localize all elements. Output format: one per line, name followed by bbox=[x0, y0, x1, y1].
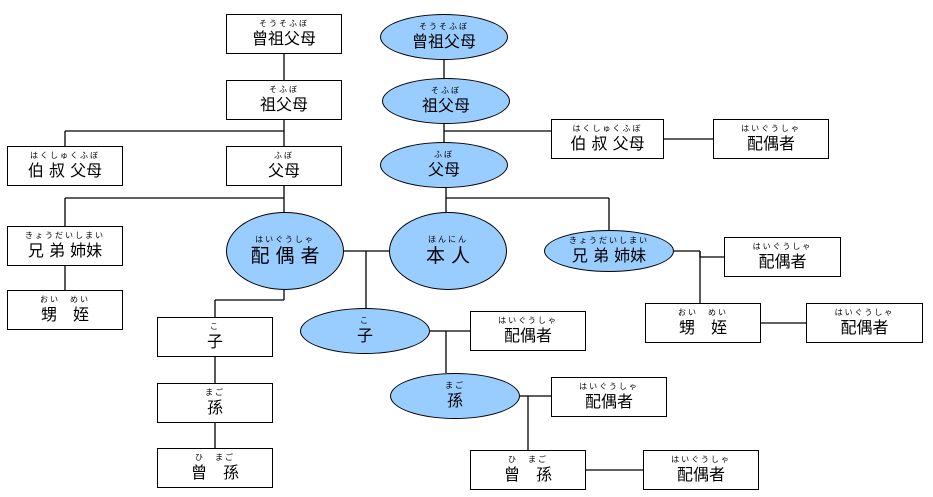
node-l-sofubo: そふぼ祖父母 bbox=[226, 80, 342, 120]
node-r-sosofubo: そうそふぼ曾祖父母 bbox=[380, 14, 508, 60]
node-mago: まご孫 bbox=[390, 373, 520, 419]
node-label: 孫 bbox=[446, 391, 463, 410]
node-ruby: そうそふぼ bbox=[259, 19, 309, 28]
node-r-kyodai: きょうだいしまい兄 弟 姉妹 bbox=[544, 230, 674, 272]
node-label: 配 偶 者 bbox=[250, 244, 320, 267]
node-ruby: おい めい bbox=[40, 295, 90, 304]
node-ruby: はいぐうしゃ bbox=[671, 455, 731, 464]
node-label: 子 bbox=[206, 332, 223, 351]
node-label: 配偶者 bbox=[503, 326, 552, 345]
node-r-kyodai-haigu: はいぐうしゃ配偶者 bbox=[724, 237, 841, 277]
node-ruby: そうそふぼ bbox=[419, 22, 469, 31]
node-ruby: こ bbox=[360, 316, 370, 325]
node-label: 配偶者 bbox=[584, 392, 633, 411]
node-ko: こ子 bbox=[300, 308, 430, 354]
node-label: 配偶者 bbox=[676, 465, 725, 484]
node-label: 甥 姪 bbox=[40, 305, 89, 324]
node-label: 兄 弟 姉妹 bbox=[571, 246, 647, 265]
node-label: 兄 弟 姉妹 bbox=[27, 241, 103, 260]
node-ruby: おい めい bbox=[678, 308, 728, 317]
node-label: 伯 叔 父母 bbox=[570, 134, 645, 153]
node-ruby: ふぼ bbox=[274, 151, 294, 160]
node-r-oimei: おい めい甥 姪 bbox=[645, 303, 761, 343]
node-ruby: ふぼ bbox=[434, 150, 454, 159]
node-ruby: はいぐうしゃ bbox=[579, 382, 639, 391]
node-ruby: まご bbox=[445, 381, 465, 390]
node-ruby: はいぐうしゃ bbox=[752, 242, 813, 251]
node-label: 曾祖父母 bbox=[251, 29, 316, 48]
node-label: 祖父母 bbox=[259, 95, 308, 114]
node-label: 甥 姪 bbox=[678, 318, 727, 337]
node-l-fubo: ふぼ父母 bbox=[226, 146, 342, 186]
node-label: 曾 孫 bbox=[190, 463, 239, 482]
node-label: 配偶者 bbox=[840, 318, 889, 337]
node-ruby: こ bbox=[210, 322, 220, 331]
node-r-hakushukufubo-haigu: はいぐうしゃ配偶者 bbox=[713, 119, 829, 159]
node-l-oimei: おい めい甥 姪 bbox=[7, 290, 123, 330]
node-ruby: まご bbox=[205, 388, 225, 397]
node-mago-haigu: はいぐうしゃ配偶者 bbox=[551, 377, 667, 417]
node-label: 伯 叔 父母 bbox=[27, 161, 103, 180]
node-l-kyodai: きょうだいしまい兄 弟 姉妹 bbox=[7, 226, 123, 266]
node-ruby: はいぐうしゃ bbox=[498, 316, 558, 325]
node-label: 配偶者 bbox=[746, 134, 795, 153]
node-ruby: そふぼ bbox=[431, 86, 461, 95]
node-himago-haigu: はいぐうしゃ配偶者 bbox=[643, 450, 759, 490]
node-honnin: ほんにん本 人 bbox=[389, 212, 507, 290]
node-label: 父母 bbox=[267, 161, 300, 180]
node-r-hakushukufubo: はくしゅくふぼ伯 叔 父母 bbox=[551, 119, 664, 159]
node-ruby: はくしゅくふぼ bbox=[572, 124, 643, 133]
node-ruby: きょうだいしまい bbox=[25, 231, 105, 240]
node-label: 配偶者 bbox=[758, 252, 807, 271]
node-l-ko: こ子 bbox=[157, 317, 273, 357]
node-label: 孫 bbox=[206, 398, 223, 417]
node-ruby: ひ まご bbox=[508, 455, 548, 464]
node-r-fubo: ふぼ父母 bbox=[380, 142, 508, 188]
node-label: 曾祖父母 bbox=[411, 32, 476, 51]
node-label: 祖父母 bbox=[421, 96, 470, 115]
node-ruby: ほんにん bbox=[428, 234, 468, 244]
node-ruby: はいぐうしゃ bbox=[834, 308, 895, 317]
node-ko-haigu: はいぐうしゃ配偶者 bbox=[470, 311, 586, 351]
node-ruby: はくしゅくふぼ bbox=[30, 151, 100, 160]
node-label: 本 人 bbox=[425, 244, 471, 267]
node-l-himago: ひ まご曾 孫 bbox=[157, 448, 273, 488]
node-haigu: はいぐうしゃ配 偶 者 bbox=[226, 212, 344, 290]
node-l-hakushukufubo: はくしゅくふぼ伯 叔 父母 bbox=[7, 146, 123, 186]
node-ruby: きょうだいしまい bbox=[569, 236, 649, 245]
node-ruby: はいぐうしゃ bbox=[741, 124, 801, 133]
node-ruby: はいぐうしゃ bbox=[255, 234, 315, 244]
node-label: 子 bbox=[356, 326, 373, 345]
node-r-sofubo: そふぼ祖父母 bbox=[382, 78, 510, 124]
node-l-mago: まご孫 bbox=[157, 383, 273, 423]
node-l-sosofubo: そうそふぼ曾祖父母 bbox=[226, 14, 342, 54]
node-ruby: ひ まご bbox=[195, 453, 235, 462]
node-label: 父母 bbox=[427, 160, 460, 179]
node-ruby: そふぼ bbox=[269, 85, 299, 94]
node-r-oimei-haigu: はいぐうしゃ配偶者 bbox=[806, 303, 923, 343]
node-label: 曾 孫 bbox=[503, 465, 552, 484]
node-himago: ひ まご曾 孫 bbox=[470, 450, 586, 490]
